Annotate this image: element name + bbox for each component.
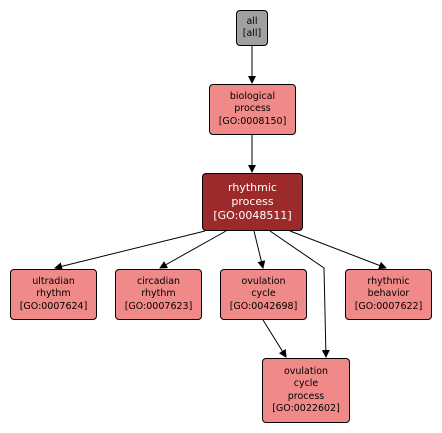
node-biological-process-line-1: biological [229,90,276,102]
node-biological-process[interactable]: biological process [GO:0008150] [209,84,296,135]
edge-rhythmic-process-to-ultradian-rhythm [54,230,206,271]
node-rhythmic-behavior-line-2: behavior [367,288,410,300]
node-ultradian-rhythm-go-id: [GO:0007624] [19,300,88,312]
node-rhythmic-process-line-2: process [231,195,274,208]
node-ovulation-cycle[interactable]: ovulation cycle [GO:0042698] [220,269,307,320]
edge-rhythmic-process-to-ovulation-cycle [253,230,266,269]
node-circadian-rhythm-line-2: rhythm [141,288,176,300]
node-rhythmic-process-line-1: rhythmic [228,181,277,194]
node-rhythmic-behavior-go-id: [GO:0007622] [354,300,423,312]
node-rhythmic-process[interactable]: rhythmic process [GO:0048511] [202,173,303,231]
node-circadian-rhythm[interactable]: circadian rhythm [GO:0007623] [115,269,202,320]
node-ovulation-cycle-process-line-1: ovulation [283,365,329,377]
node-ovulation-cycle-line-1: ovulation [241,275,286,287]
node-ovulation-cycle-line-2: cycle [251,288,276,300]
edge-ovulation-cycle-to-ovulation-cycle-process [262,319,287,358]
edge-rhythmic-process-to-ovulation-cycle-process [269,230,330,358]
node-circadian-rhythm-go-id: [GO:0007623] [124,300,193,312]
node-all-line-2: [all] [242,28,262,39]
node-rhythmic-behavior-line-1: rhythmic [367,275,410,287]
edge-rhythmic-process-to-circadian-rhythm [159,230,227,269]
node-ovulation-cycle-process-line-3: process [287,390,325,402]
node-rhythmic-process-go-id: [GO:0048511] [213,209,292,222]
node-ultradian-rhythm-line-2: rhythm [36,288,71,300]
node-ultradian-rhythm[interactable]: ultradian rhythm [GO:0007624] [10,269,97,320]
node-all-line-1: all [246,15,258,27]
node-all[interactable]: all [all] [236,10,268,46]
node-ovulation-cycle-process-line-2: cycle [293,378,319,389]
node-ultradian-rhythm-line-1: ultradian [32,275,75,287]
node-biological-process-go-id: [GO:0008150] [218,115,287,127]
node-ovulation-cycle-go-id: [GO:0042698] [229,300,298,312]
node-ovulation-cycle-process-go-id: [GO:0022602] [272,403,340,414]
node-circadian-rhythm-line-1: circadian [136,275,181,287]
node-ovulation-cycle-process[interactable]: ovulation cycle process [GO:0022602] [262,358,350,423]
node-rhythmic-behavior[interactable]: rhythmic behavior [GO:0007622] [345,269,432,320]
edge-rhythmic-process-to-rhythmic-behavior [289,230,387,270]
node-biological-process-line-2: process [234,103,271,115]
